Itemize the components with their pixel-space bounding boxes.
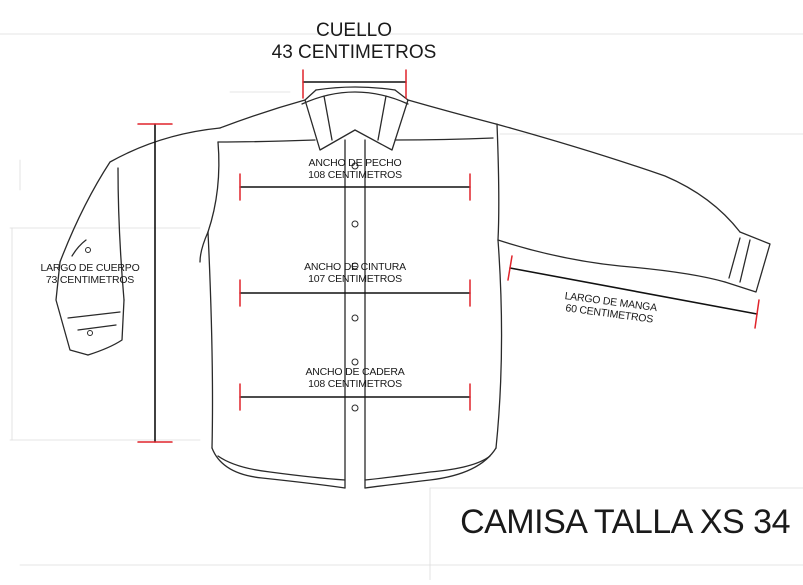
measurement-lines bbox=[137, 69, 760, 443]
collar-value: 43 CENTIMETROS bbox=[271, 41, 437, 63]
chest-name: ANCHO DE PECHO bbox=[308, 157, 402, 169]
placket-buttons bbox=[85, 162, 359, 412]
hip-measure bbox=[239, 383, 471, 411]
waist-value: 107 CENTIMETROS bbox=[308, 273, 402, 286]
shirt-outline bbox=[55, 86, 771, 489]
collar-measurement-label: CUELLO 43 CENTIMETROS bbox=[254, 20, 454, 64]
collar-name: CUELLO bbox=[315, 20, 393, 41]
cuff-button-left bbox=[85, 247, 91, 253]
waist-name: ANCHO DE CINTURA bbox=[304, 261, 406, 273]
waist-measure bbox=[239, 279, 471, 307]
shirt-button-3 bbox=[351, 262, 359, 270]
shirt-button-6 bbox=[351, 404, 359, 412]
hip-measurement-label: ANCHO DE CADERA 108 CENTIMETROS bbox=[255, 366, 455, 390]
chest-measure bbox=[239, 173, 471, 201]
collar-measure bbox=[302, 69, 407, 99]
hip-value: 108 CENTIMETROS bbox=[308, 378, 402, 391]
chest-measurement-label: ANCHO DE PECHO 108 CENTIMETROS bbox=[255, 157, 455, 181]
shirt-button-1 bbox=[351, 162, 359, 170]
shirt-button-4 bbox=[351, 314, 359, 322]
diagram-title: CAMISA TALLA XS 34 bbox=[460, 503, 790, 541]
shirt-button-2 bbox=[351, 220, 359, 228]
waist-measurement-label: ANCHO DE CINTURA 107 CENTIMETROS bbox=[255, 261, 455, 285]
cuff-button-left-2 bbox=[87, 330, 93, 336]
body-length-measure bbox=[137, 123, 173, 443]
body-length-value: 73 CENTIMETROS bbox=[45, 274, 135, 287]
hip-name: ANCHO DE CADERA bbox=[305, 366, 405, 378]
chest-value: 108 CENTIMETROS bbox=[308, 169, 402, 182]
body-length-measurement-label: LARGO DE CUERPO 73 CENTIMETROS bbox=[30, 262, 150, 286]
sleeve-length-measure bbox=[507, 255, 760, 329]
body-length-name: LARGO DE CUERPO bbox=[40, 262, 140, 274]
guide-lines bbox=[0, 33, 803, 581]
shirt-button-5 bbox=[351, 358, 359, 366]
